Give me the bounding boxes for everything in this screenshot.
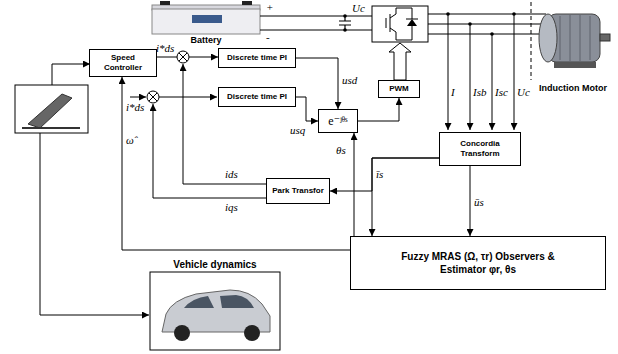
box-label: Concordia Transform — [444, 139, 516, 159]
sum-junction — [147, 91, 159, 103]
dc-wire — [260, 16, 372, 30]
signal-label: usd — [342, 74, 357, 87]
pedal-wire — [52, 64, 90, 85]
process-box: Speed Controller — [89, 49, 157, 77]
signal-arrow — [354, 133, 355, 236]
sensor-wire — [514, 14, 515, 130]
sensor-wire — [448, 14, 449, 130]
box-label: Induction Motor — [539, 83, 607, 94]
capacitor-symbol — [339, 16, 351, 30]
signal-label: ω̂ — [126, 134, 134, 147]
signal-arrow — [372, 158, 439, 236]
pedal-plate — [28, 94, 72, 128]
boundary-dash — [531, 2, 532, 80]
wire-dot — [468, 22, 472, 26]
signal-arrow — [296, 58, 338, 109]
signal-label: i*ds — [156, 42, 174, 55]
box-label: Battery — [190, 35, 221, 46]
motor-fins — [560, 15, 590, 61]
battery-body — [152, 9, 260, 34]
process-box: Discrete time PI — [218, 87, 296, 107]
process-box: Discrete time PI — [218, 48, 296, 68]
car-wheel — [174, 325, 190, 341]
signal-label: iqs — [225, 201, 238, 214]
car-frame — [150, 272, 280, 350]
pedal-frame — [15, 85, 88, 133]
phase-wire — [428, 14, 546, 34]
picture-node: Induction Motor — [532, 2, 614, 94]
feedback-wire — [183, 64, 290, 184]
signal-label: θs — [336, 144, 346, 157]
box-label: PWM — [389, 84, 409, 94]
motor-shaft — [600, 34, 610, 41]
signal-label: Isc — [495, 86, 508, 99]
picture-node: Battery — [150, 2, 262, 46]
signal-arrow — [470, 166, 471, 236]
signal-arrow — [296, 97, 318, 121]
box-label: e⁻ʲᶿˢ — [328, 114, 347, 129]
diode-symbol — [407, 19, 417, 26]
wire-dot — [343, 14, 347, 18]
wire-dot — [490, 32, 494, 36]
pedal-wire — [40, 133, 149, 315]
box-label: Discrete time PI — [227, 92, 287, 102]
sum-cross — [149, 93, 157, 101]
car-window — [184, 295, 254, 308]
battery-terminal — [242, 1, 252, 5]
wire-dot — [343, 28, 347, 32]
box-label: Park Transfor — [272, 186, 324, 196]
process-box: e⁻ʲᶿˢ — [318, 109, 358, 133]
car-wheel — [244, 325, 260, 341]
igbt-symbol — [386, 8, 412, 40]
wire-dot — [512, 12, 516, 16]
signal-label: ūs — [474, 196, 484, 209]
sum-junction — [177, 51, 189, 63]
signal-label: i*ds — [126, 101, 144, 114]
sum-cross — [179, 53, 187, 61]
motor-end — [539, 14, 557, 62]
picture-node: Vehicle dynamics — [148, 258, 282, 352]
signal-label: I — [451, 86, 455, 99]
wire-dot — [446, 12, 450, 16]
pedal-base — [22, 127, 80, 129]
motor-feet — [554, 62, 596, 68]
battery-terminal — [160, 1, 170, 5]
box-label: Discrete time PI — [227, 53, 287, 63]
diode-bar — [406, 19, 418, 20]
signal-label: - — [266, 31, 270, 44]
box-label: Fuzzy MRAS (Ω, τr) Observers & Estimator… — [391, 250, 566, 276]
sensor-wire — [470, 24, 471, 130]
process-box: Park Transfor — [266, 178, 330, 204]
box-label: Speed Controller — [94, 53, 152, 73]
signal-label: + — [266, 1, 273, 14]
signal-label: ids — [225, 168, 238, 181]
signal-label: īs — [376, 168, 383, 181]
process-box: PWM — [378, 80, 420, 98]
signal-arrow — [122, 77, 350, 250]
signal-arrow — [330, 158, 439, 191]
box-label: Vehicle dynamics — [173, 258, 256, 271]
signal-label: Uc — [517, 86, 530, 99]
signal-label: Uc — [352, 2, 365, 15]
inverter-box — [372, 6, 428, 42]
sensor-wire — [492, 34, 493, 130]
process-box: Concordia Transform — [439, 132, 521, 166]
signal-wire — [159, 97, 217, 98]
signal-wire — [130, 97, 146, 98]
signal-label: Isb — [473, 86, 486, 99]
gate-arrow — [389, 43, 411, 80]
process-box: Fuzzy MRAS (Ω, τr) Observers & Estimator… — [350, 236, 606, 290]
signal-label: usq — [290, 124, 305, 137]
signal-arrow — [358, 98, 399, 121]
battery-plate — [192, 15, 222, 23]
